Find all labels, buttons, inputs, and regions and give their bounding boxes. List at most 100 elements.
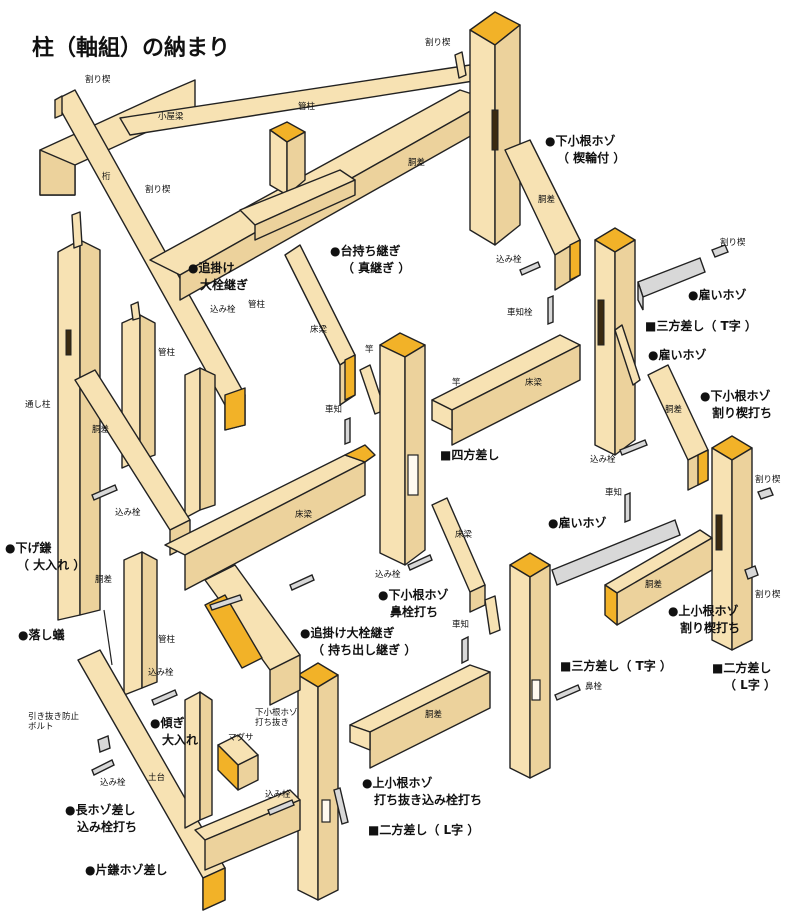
- callout-sagekama-title: ●下げ鎌: [5, 541, 52, 555]
- callout-kami-kone-komisen-title: ●上小根ホゾ: [362, 776, 433, 790]
- label-yukabari-1: 床梁: [310, 325, 328, 335]
- dousashi-top-right: [504, 139, 581, 291]
- callout-shita-kone-hozo-title: ●下小根ホゾ: [545, 134, 616, 148]
- yukabari-right: [431, 334, 581, 446]
- dousashi-right: [647, 364, 709, 491]
- label-kudabashira-low-left: 管柱: [158, 348, 176, 358]
- niho-post-right: [711, 435, 753, 651]
- label-shita-kone-uchinuki: 下小根ホゾ打ち抜き: [255, 708, 298, 728]
- kudabashira-right: [184, 367, 216, 519]
- label-dousashi-right: 胴差: [665, 405, 683, 415]
- label-koyabari: 小屋梁: [158, 112, 184, 122]
- callout-daimochi-sub: （ 真継ぎ ）: [342, 261, 411, 275]
- label-hikinuki-1: 引き抜き防止: [28, 712, 80, 722]
- label-komisen-1: 込み栓: [496, 255, 522, 265]
- label-warikusabi-left2: 割り楔: [145, 185, 171, 195]
- label-yukabari-3: 床梁: [295, 510, 313, 520]
- label-kudabashira-low: 管柱: [158, 635, 176, 645]
- callout-oikake-daisen-sub: （ 持ち出し継ぎ ）: [312, 643, 417, 657]
- callout-shita-kone-hozo: ●下小根ホゾ （ 楔輪付 ）: [545, 133, 625, 167]
- label-komisen-7: 込み栓: [100, 778, 126, 788]
- label-magusa: マグサ: [228, 733, 254, 743]
- label-keta: 桁: [102, 172, 111, 182]
- label-shachi-2: 車知: [605, 488, 623, 498]
- label-dousashi-left: 胴差: [92, 425, 110, 435]
- label-komisen-8: 込み栓: [265, 790, 291, 800]
- label-komisen-4: 込み栓: [115, 508, 141, 518]
- yukabari-lower: [431, 497, 501, 635]
- label-warikusabi-right-mid: 割り楔: [755, 475, 781, 485]
- callout-otoshiari: ●落し蟻: [18, 628, 65, 642]
- label-komisen-3: 込み栓: [590, 455, 616, 465]
- kudabashira-lower: [123, 551, 158, 696]
- callout-shita-kone-warikusabi: ●下小根ホゾ割り楔打ち: [700, 388, 772, 422]
- label-shachisen: 車知栓: [507, 308, 533, 318]
- sanpo-post-upper: [594, 227, 641, 456]
- label-komisen-2: 込み栓: [210, 305, 236, 315]
- callout-daimochi: ●台持ち継ぎ （ 真継ぎ ）: [330, 243, 410, 277]
- callout-kami-kone-warikusabi-title: ●上小根ホゾ: [668, 604, 739, 618]
- sanpo-post-lower: [509, 552, 551, 779]
- callout-shita-kone-hanasen-title: ●下小根ホゾ: [378, 588, 449, 602]
- label-kudabashira-top: 管柱: [298, 102, 316, 112]
- callout-sanpo-t-2: ■三方差し（ T字 ）: [560, 659, 672, 673]
- label-hikinuki-2: ボルト: [28, 722, 54, 732]
- callout-sagekama-sub: （ 大入れ ）: [17, 558, 86, 572]
- label-yukabari-4: 床梁: [455, 530, 473, 540]
- label-toushibashira: 通し柱: [25, 400, 51, 410]
- callout-shiho-sashi: ■四方差し: [440, 448, 500, 462]
- callout-oikake-daisen-title: ●追掛け大栓継ぎ: [300, 626, 395, 640]
- hikinuki-bolt: [97, 609, 113, 753]
- callout-niho-l-1: ■二方差し（ L字 ）: [712, 660, 776, 694]
- label-sao-1: 竿: [365, 345, 374, 355]
- callout-oikake: ●追掛け大栓継ぎ: [188, 260, 248, 294]
- toushibashira: [57, 211, 101, 621]
- label-dousashi-mid: 胴差: [95, 575, 113, 585]
- callout-sanpo-t-1: ■三方差し（ T字 ）: [645, 319, 757, 333]
- callout-kami-kone-komisen-sub: 打ち抜き込み栓打ち: [374, 793, 483, 807]
- label-dodai: 土台: [148, 773, 166, 783]
- callout-kami-kone-komisen: ●上小根ホゾ打ち抜き込み栓打ち: [362, 775, 482, 809]
- daimochi-beam: [239, 169, 356, 241]
- callout-shita-kone-hanasen-sub: 鼻栓打ち: [390, 605, 439, 619]
- yatoi-hozo-gray-1: [637, 257, 706, 311]
- tall-post-top: [454, 11, 521, 246]
- callout-naga-hozo-sub: 込み栓打ち: [77, 820, 138, 834]
- label-warikusabi-left: 割り楔: [85, 75, 111, 85]
- callout-sagekama: ●下げ鎌 （ 大入れ ）: [5, 540, 85, 574]
- callout-oikake-sub: 大栓継ぎ: [200, 278, 249, 292]
- label-warikusabi-top: 割り楔: [425, 38, 451, 48]
- kudabashira-top: [269, 121, 306, 196]
- callout-yatoi-hozo-3: ●雇いホゾ: [548, 516, 607, 530]
- yukabari-upper: [284, 244, 386, 415]
- label-kudabashira-mid-right: 管柱: [248, 300, 266, 310]
- label-komisen-6: 込み栓: [148, 668, 174, 678]
- dodai-horizontal: [194, 789, 301, 871]
- callout-naga-hozo-title: ●長ホゾ差し: [65, 803, 136, 817]
- label-dousashi-lower: 胴差: [425, 710, 443, 720]
- callout-daimochi-title: ●台持ち継ぎ: [330, 244, 401, 258]
- label-komisen-5: 込み栓: [375, 570, 401, 580]
- callout-shita-kone-hozo-sub: （ 楔輪付 ）: [557, 151, 626, 165]
- callout-kagi-sub: 大入れ: [162, 733, 199, 747]
- label-dousashi-top-right: 胴差: [538, 195, 556, 205]
- callout-niho-l-1-sub: （ L字 ）: [724, 678, 777, 692]
- label-dousashi-right-lower: 胴差: [645, 580, 663, 590]
- niho-post-lower: [297, 662, 339, 901]
- label-hanasen: 鼻栓: [585, 682, 603, 692]
- label-sao-2: 竿: [452, 378, 461, 388]
- label-yukabari-2: 床梁: [525, 378, 543, 388]
- page-title: 柱（軸組）の納まり: [32, 36, 231, 61]
- keta-beam: [54, 89, 246, 431]
- callout-katakama: ●片鎌ホゾ差し: [85, 863, 168, 877]
- label-warikusabi-right-top: 割り楔: [720, 238, 746, 248]
- callout-kagi: ●傾ぎ大入れ: [150, 715, 198, 749]
- dousashi-center-lower: [349, 664, 491, 769]
- yatoi-hozo-gray-2: [551, 519, 681, 586]
- label-shita-kone-uchinuki-1: 下小根ホゾ: [255, 708, 298, 718]
- label-shita-kone-uchinuki-2: 打ち抜き: [255, 718, 290, 728]
- magusa: [217, 734, 259, 791]
- callout-naga-hozo: ●長ホゾ差し込み栓打ち: [65, 802, 137, 836]
